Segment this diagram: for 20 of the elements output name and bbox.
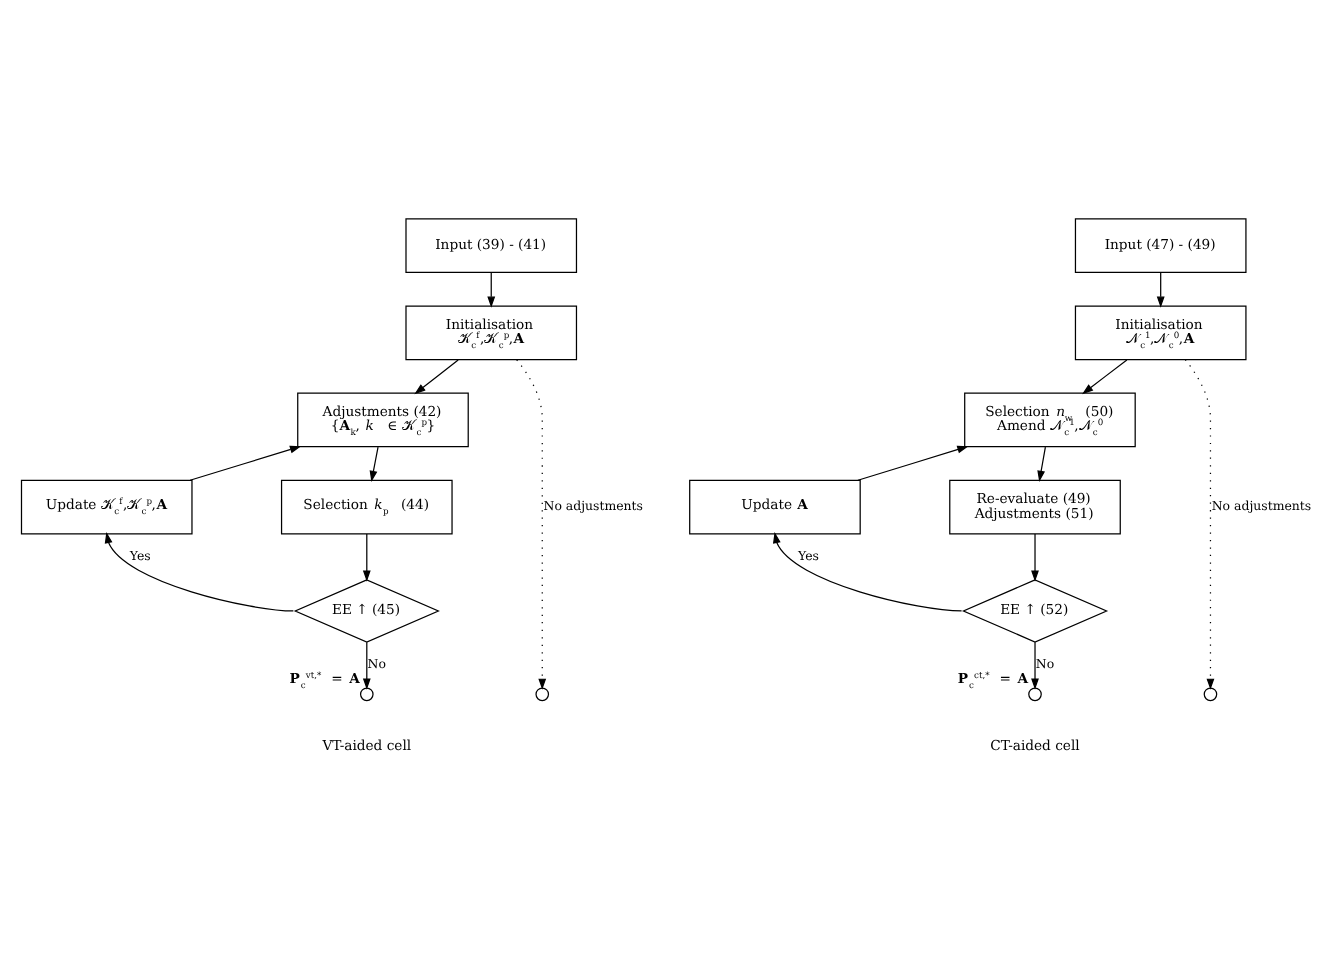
node-circle [1028, 687, 1042, 702]
arrow [1156, 272, 1165, 308]
arrow [1082, 359, 1128, 395]
node-circle [1203, 687, 1218, 702]
arrow [1037, 446, 1046, 482]
arrow [362, 533, 371, 582]
arrow [516, 359, 547, 690]
node-circle [535, 687, 550, 702]
arrow [189, 445, 302, 481]
arrow [1031, 641, 1039, 690]
arrow [772, 531, 963, 612]
arrow [362, 641, 371, 690]
arrow [1031, 533, 1039, 582]
arrow [104, 531, 294, 612]
arrow [369, 446, 379, 482]
arrow [487, 272, 496, 308]
arrow [1184, 359, 1215, 690]
arrow [857, 445, 969, 481]
arrow [414, 359, 459, 395]
node-circle [359, 687, 374, 702]
